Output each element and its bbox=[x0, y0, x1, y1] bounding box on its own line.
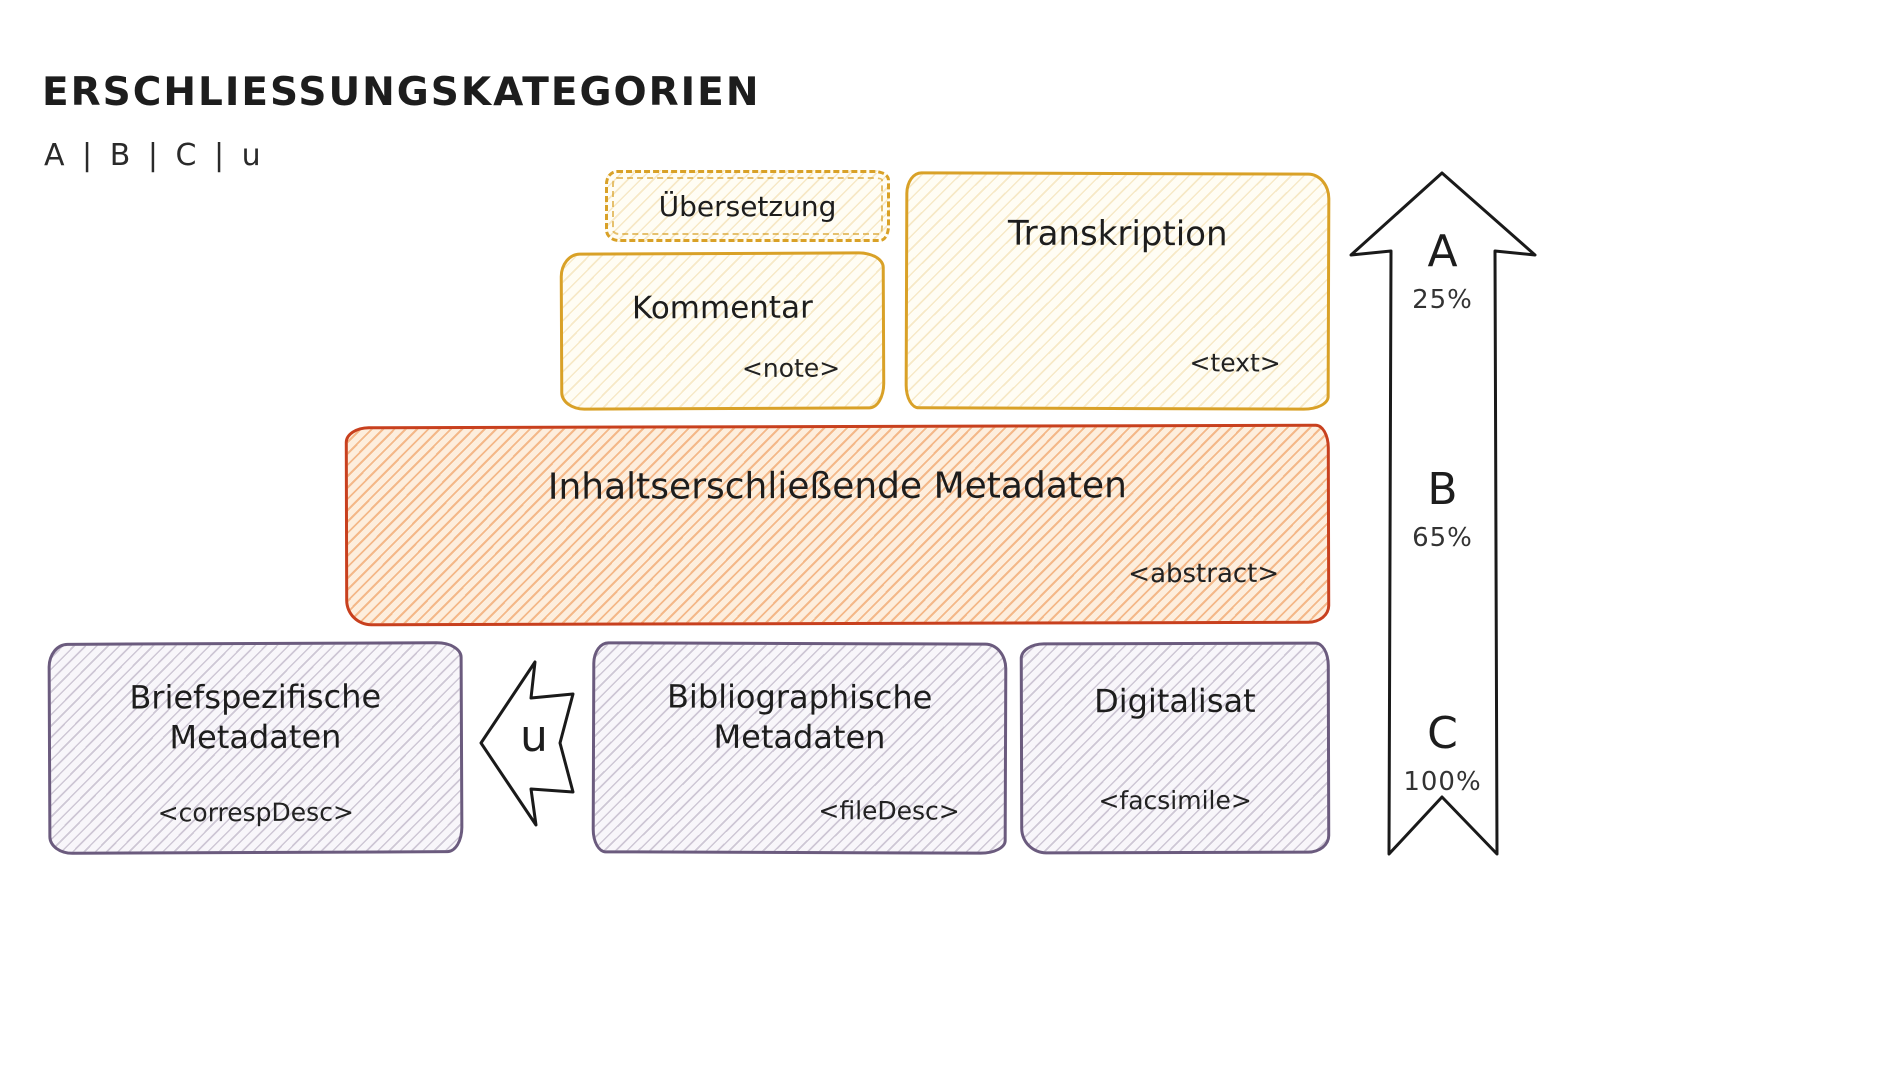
scale-arrow: A 25% B 65% C 100% bbox=[1345, 168, 1540, 858]
left-arrow-icon bbox=[479, 660, 575, 827]
tei-tag-abstract: <abstract> bbox=[1128, 558, 1280, 590]
box-label: Kommentar bbox=[631, 289, 813, 327]
box-inhaltserschliessende-metadaten: Inhaltserschließende Metadaten <abstract… bbox=[344, 423, 1331, 627]
tei-tag-note: <note> bbox=[741, 353, 841, 383]
box-label: Inhaltserschließende Metadaten bbox=[547, 465, 1128, 508]
box-label: Briefspezifische Metadaten bbox=[129, 677, 382, 757]
category-legend: A | B | C | u bbox=[44, 138, 265, 173]
level-percent: 100% bbox=[1403, 767, 1482, 797]
box-label: Digitalisat bbox=[1094, 681, 1256, 721]
box-kommentar: Kommentar <note> bbox=[559, 251, 886, 411]
box-briefspezifische-metadaten: Briefspezifische Metadaten <correspDesc> bbox=[47, 641, 464, 855]
level-percent: 65% bbox=[1412, 523, 1473, 553]
union-label: u bbox=[520, 711, 548, 762]
scale-level-a: A 25% bbox=[1345, 226, 1540, 315]
level-label: A bbox=[1427, 226, 1458, 277]
box-label: Übersetzung bbox=[658, 189, 837, 223]
tei-tag-text: <text> bbox=[1189, 348, 1281, 378]
box-transkription: Transkription <text> bbox=[904, 171, 1331, 411]
union-arrow: u bbox=[476, 645, 578, 845]
level-label: B bbox=[1427, 464, 1458, 515]
scale-level-b: B 65% bbox=[1345, 464, 1540, 553]
up-arrow-icon bbox=[1349, 171, 1537, 856]
tei-tag-filedesc: <fileDesc> bbox=[818, 796, 960, 826]
level-percent: 25% bbox=[1412, 285, 1473, 315]
scale-level-c: C 100% bbox=[1345, 708, 1540, 797]
tei-tag-facsimile: <facsimile> bbox=[1098, 785, 1252, 816]
box-uebersetzung: Übersetzung bbox=[605, 170, 890, 242]
box-bibliographische-metadaten: Bibliographische Metadaten <fileDesc> bbox=[591, 641, 1008, 855]
box-digitalisat: Digitalisat <facsimile> bbox=[1019, 641, 1331, 855]
box-label: Transkription bbox=[1007, 213, 1228, 255]
level-label: C bbox=[1427, 708, 1458, 759]
tei-tag-correspdesc: <correspDesc> bbox=[157, 797, 354, 828]
box-label: Bibliographische Metadaten bbox=[666, 677, 933, 757]
page-title: ERSCHLIESSUNGSKATEGORIEN bbox=[42, 70, 761, 115]
